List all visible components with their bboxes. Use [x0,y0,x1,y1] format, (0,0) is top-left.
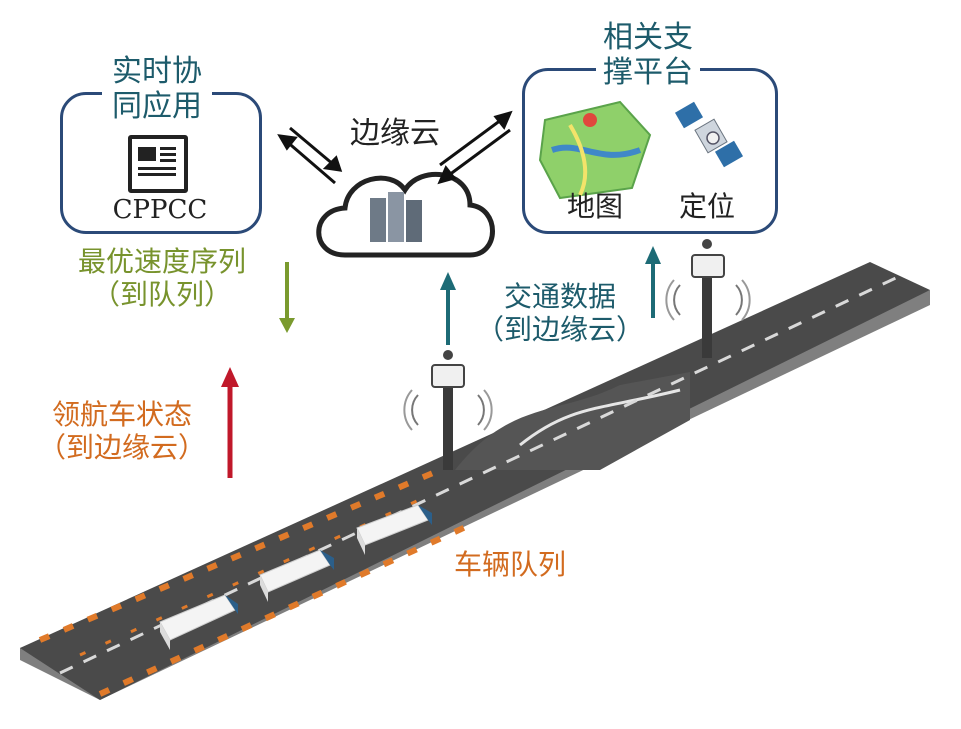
arrow-traffic-data-2 [645,246,661,318]
road-edge-markers-left [38,467,442,643]
truck-icon [356,504,432,555]
arrow-speed-sequence [279,262,295,333]
road-bulge-line [519,388,681,447]
arrow-support-to-cloud [437,128,511,185]
realtime-app-title: 实时协 同应用 [102,54,212,125]
edge-cloud-label: 边缘云 [350,116,440,151]
map-label: 地图 [566,190,623,223]
road-edge-markers-right [98,522,472,697]
truck-icon [159,594,238,650]
map-icon [538,100,652,200]
support-platform-title: 相关支 撑平台 [596,20,700,91]
leader-state-label: 领航车状态 （到边缘云） [37,398,206,465]
truck-icon [259,549,334,602]
cppcc-label: CPPCC [112,195,208,225]
arrow-cloud-to-app [277,134,336,185]
arrow-leader-state [221,367,239,478]
antenna-pole-icon [665,239,751,358]
arrow-cloud-to-support [439,110,513,167]
newspaper-icon [128,135,188,193]
road-surface [20,262,930,700]
arrow-traffic-data-1 [440,272,456,345]
speed-sequence-label: 最优速度序列 （到队列） [77,245,246,312]
positioning-label: 定位 [678,190,735,223]
road-bulge [455,372,690,470]
cloud-icon [316,172,495,258]
antenna-pole-icon [403,350,493,470]
platoon-label: 车辆队列 [453,548,566,581]
server-icon [370,192,422,242]
arrow-app-to-cloud [289,126,343,172]
satellite-icon [674,101,744,168]
traffic-data-label: 交通数据 （到边缘云） [475,280,644,347]
